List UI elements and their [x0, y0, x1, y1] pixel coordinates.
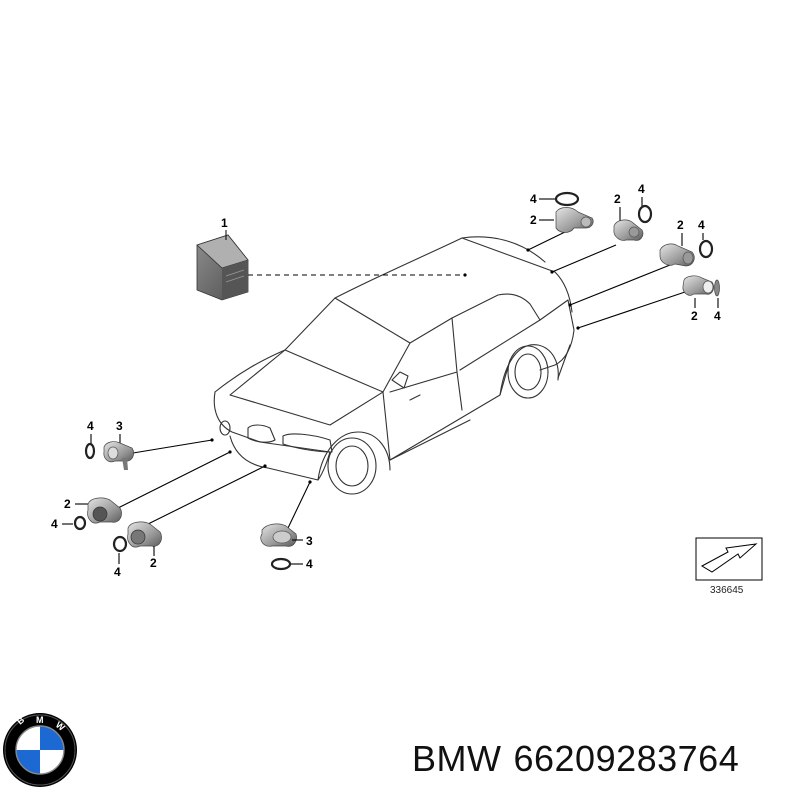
- callout-2: 2: [530, 213, 537, 227]
- callout-3: 3: [116, 419, 123, 433]
- callout-4: 4: [87, 419, 94, 433]
- callout-2: 2: [150, 556, 157, 570]
- leader-front-sensor-3: [139, 465, 266, 529]
- bmw-logo: B M W: [3, 713, 77, 787]
- callout-3: 3: [306, 534, 313, 548]
- front-sensor-group-3[interactable]: 4 2: [112, 521, 162, 579]
- reference-number: 336645: [710, 585, 744, 596]
- leader-front-sensor-4: [287, 481, 311, 529]
- car-outline: [213, 236, 575, 495]
- control-unit-part[interactable]: 1: [196, 216, 249, 301]
- callout-2: 2: [691, 309, 698, 323]
- callout-4: 4: [51, 517, 58, 531]
- callout-4: 4: [638, 182, 645, 196]
- arrow-icon: [700, 543, 758, 573]
- brand-name: BMW: [412, 738, 502, 779]
- front-sensor-group-4[interactable]: 3 4: [260, 523, 313, 571]
- leader-front-sensor-2: [109, 451, 231, 513]
- rear-sensor-group-3[interactable]: 2 4: [659, 218, 714, 267]
- svg-text:M: M: [36, 715, 44, 725]
- callout-2: 2: [614, 192, 621, 206]
- leader-front-sensor-1: [132, 439, 213, 454]
- callout-2: 2: [64, 497, 71, 511]
- callout-4: 4: [306, 557, 313, 571]
- rear-sensor-group-1[interactable]: 4 2: [530, 191, 594, 233]
- callout-2: 2: [677, 218, 684, 232]
- footer-brand: BMW 66209283764: [412, 738, 792, 788]
- leader-rear-sensor-2: [551, 244, 617, 273]
- leader-rear-sensor-3: [569, 264, 671, 306]
- front-sensor-group-2[interactable]: 2 4: [51, 497, 122, 531]
- callout-4: 4: [698, 218, 705, 232]
- rear-sensor-group-2[interactable]: 2 4: [613, 182, 653, 241]
- part-number: 66209283764: [513, 738, 740, 779]
- front-sensor-group-1[interactable]: 4 3: [84, 419, 134, 470]
- callout-4: 4: [714, 309, 721, 323]
- callout-4: 4: [114, 565, 121, 579]
- rear-sensor-group-4[interactable]: 2 4: [682, 275, 721, 323]
- leader-rear-sensor-1: [527, 231, 566, 251]
- reference-box: 336645: [695, 537, 763, 596]
- leader-lines: [109, 231, 686, 529]
- leader-rear-sensor-4: [577, 291, 686, 329]
- svg-text:B: B: [15, 714, 27, 726]
- callout-4: 4: [530, 192, 537, 206]
- callout-1: 1: [221, 216, 228, 230]
